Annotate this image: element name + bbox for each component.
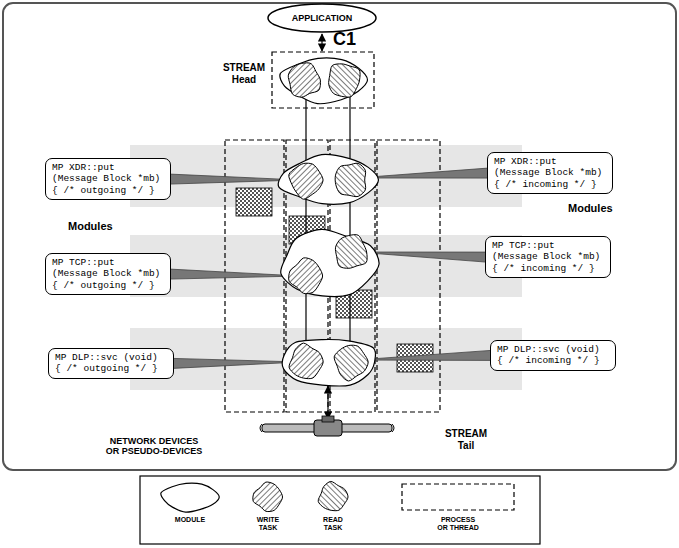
modules-label: Modules — [568, 202, 613, 215]
message-queue — [236, 188, 272, 216]
write-task — [289, 258, 323, 294]
outer-frame — [3, 3, 676, 470]
code-callout: MP TCP::put (Message Block *mb) { /* inc… — [485, 236, 611, 278]
node-text: MP XDR::put (Message Block *mb) { /* inc… — [494, 156, 606, 190]
stream-tail-label: STREAM Tail — [440, 428, 492, 451]
read-path — [349, 90, 350, 360]
legend-label: WRITE TASK — [250, 516, 286, 533]
read-task — [335, 163, 366, 196]
write-path — [305, 90, 306, 360]
write-task — [289, 343, 323, 379]
node-text: MP XDR::put (Message Block *mb) { /* out… — [52, 162, 164, 196]
connector-stub — [322, 416, 334, 422]
thread-sample — [402, 484, 514, 510]
module-outline — [278, 154, 378, 204]
network-cable — [260, 416, 394, 436]
connection-label: C1 — [333, 29, 356, 50]
callout-leader — [356, 350, 491, 360]
thread-column — [377, 140, 440, 412]
node-text: MP DLP::svc (void) { /* outgoing */ } — [55, 352, 167, 375]
stream-head-thread — [272, 52, 374, 108]
legend-box — [140, 476, 540, 544]
node-text: APPLICATION — [292, 13, 352, 23]
device-arrow — [327, 386, 328, 419]
code-callout: MP XDR::put (Message Block *mb) { /* inc… — [487, 152, 613, 194]
callout-leader — [173, 358, 300, 368]
write-task — [288, 63, 320, 97]
modules-and-tasks — [278, 58, 379, 386]
code-callout: MP DLP::svc (void) { /* outgoing */ } — [48, 348, 174, 379]
legend-samples — [161, 481, 514, 512]
module-sample — [161, 483, 219, 512]
node-text: MP TCP::put (Message Block *mb) { /* inc… — [492, 240, 604, 274]
legend-label: READ TASK — [315, 516, 351, 533]
legend-label: PROCESS OR THREAD — [436, 516, 480, 533]
read-task — [335, 235, 367, 269]
module-outline — [280, 58, 368, 104]
module-band — [130, 328, 522, 390]
module-band — [130, 145, 522, 207]
node-text: MP TCP::put (Message Block *mb) { /* out… — [52, 257, 164, 291]
code-callout: MP TCP::put (Message Block *mb) { /* out… — [45, 253, 171, 295]
ellipse-shape — [268, 4, 376, 32]
application-ellipse: APPLICATION — [267, 3, 377, 33]
code-callout: MP XDR::put (Message Block *mb) { /* out… — [45, 158, 171, 200]
legend-label: MODULE — [160, 516, 220, 524]
read-task — [334, 345, 368, 381]
read-task-sample — [318, 481, 348, 510]
modules-label: Modules — [68, 220, 113, 233]
node-text: MP DLP::svc (void) { /* incoming */ } — [497, 344, 609, 367]
devices-label: NETWORK DEVICES OR PSEUDO-DEVICES — [104, 436, 204, 457]
stream-head-label: STREAM Head — [218, 62, 270, 85]
module-bands — [130, 145, 522, 390]
write-task — [289, 163, 323, 199]
code-callout: MP DLP::svc (void) { /* incoming */ } — [490, 340, 616, 371]
read-task — [329, 64, 360, 97]
module-outline — [281, 229, 379, 296]
application-arrow — [321, 34, 322, 51]
module-outline — [282, 340, 375, 386]
write-task-sample — [253, 482, 283, 512]
